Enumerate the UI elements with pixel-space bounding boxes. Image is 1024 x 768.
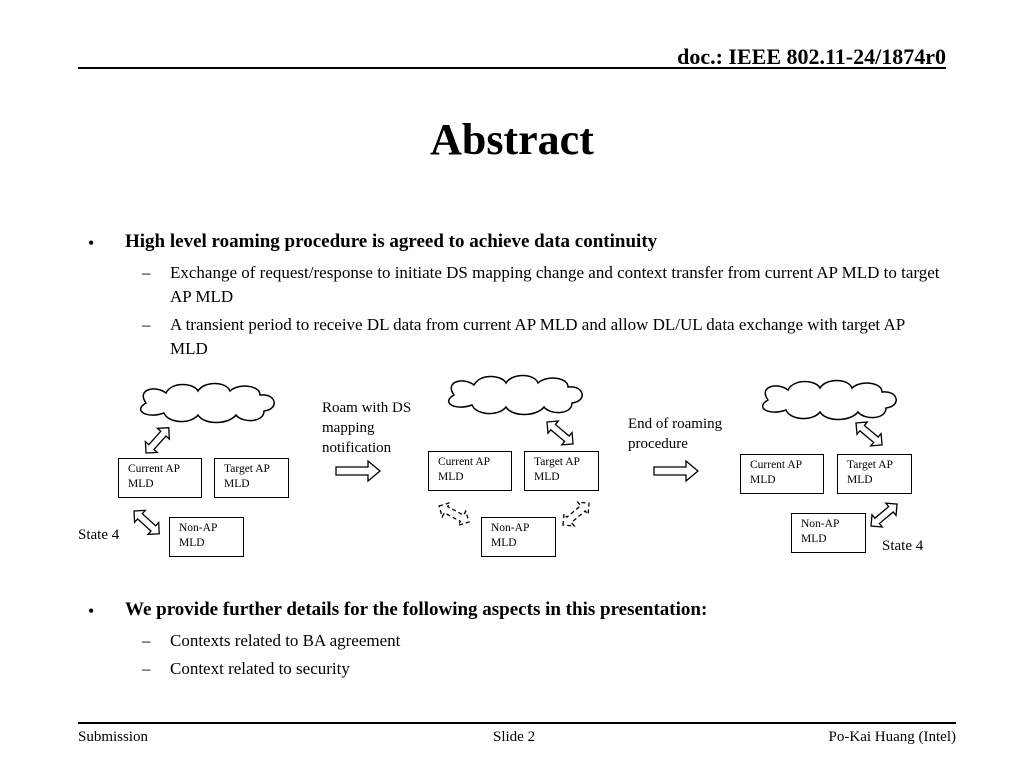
bullet-2-text: We provide further details for the follo… [125, 599, 708, 620]
document-id: doc.: IEEE 802.11-24/1874r0 [677, 44, 946, 69]
bullet-2-2-marker: – [142, 659, 151, 678]
target-ap-mld-box-2: Target AP MLD [524, 451, 599, 491]
bullet-1-1-marker: – [142, 263, 151, 282]
bullet-2-1-marker: – [142, 631, 151, 650]
current-ap-mld-box-1: Current AP MLD [118, 458, 202, 498]
bullet-2-1-text: Contexts related to BA agreement [170, 631, 401, 650]
target-ap-mld-box-3: Target AP MLD [837, 454, 912, 494]
double-arrow-cloud-target-3 [850, 416, 888, 452]
header-rule [78, 67, 946, 69]
non-ap-mld-box-3: Non-AP MLD [791, 513, 866, 553]
network-cloud-3 [761, 379, 897, 421]
footer-author: Po-Kai Huang (Intel) [828, 729, 956, 745]
bullet-2-2-text: Context related to security [170, 659, 350, 678]
footer-slide-number: Slide 2 [493, 729, 536, 745]
bullet-2-marker: • [88, 601, 95, 621]
current-ap-mld-box-3: Current AP MLD [740, 454, 824, 494]
transition-arrow-1 [335, 460, 381, 482]
target-ap-mld-box-1: Target AP MLD [214, 458, 289, 498]
state-label-1: State 4 [78, 527, 120, 543]
non-ap-mld-box-2: Non-AP MLD [481, 517, 556, 557]
double-arrow-nonap-target-3 [865, 497, 903, 533]
current-ap-mld-box-2: Current AP MLD [428, 451, 512, 491]
transition-arrow-2 [653, 460, 699, 482]
non-ap-mld-box-1: Non-AP MLD [169, 517, 244, 557]
network-cloud-2 [447, 374, 583, 416]
bullet-1-text: High level roaming procedure is agreed t… [125, 231, 658, 252]
network-cloud-1 [139, 382, 275, 424]
bullet-1-marker: • [88, 233, 95, 253]
dashed-arrow-current-nonap-2 [434, 498, 474, 530]
transition-label-1: Roam with DS mapping notification [322, 400, 412, 456]
dashed-arrow-nonap-target-2 [557, 496, 595, 532]
slide-title: Abstract [430, 115, 594, 164]
footer-rule [78, 722, 956, 724]
double-arrow-nonap-current-1 [127, 504, 166, 541]
state-label-3: State 4 [882, 538, 924, 554]
transition-label-2: End of roaming procedure [628, 416, 723, 452]
footer-submission: Submission [78, 729, 149, 745]
double-arrow-cloud-target-2 [541, 415, 579, 451]
bullet-1-1-text: Exchange of request/response to initiate… [170, 263, 940, 306]
bullet-1-2-marker: – [142, 315, 151, 334]
bullet-1-2-text: A transient period to receive DL data fr… [170, 315, 905, 358]
double-arrow-cloud-current-1 [139, 421, 176, 460]
